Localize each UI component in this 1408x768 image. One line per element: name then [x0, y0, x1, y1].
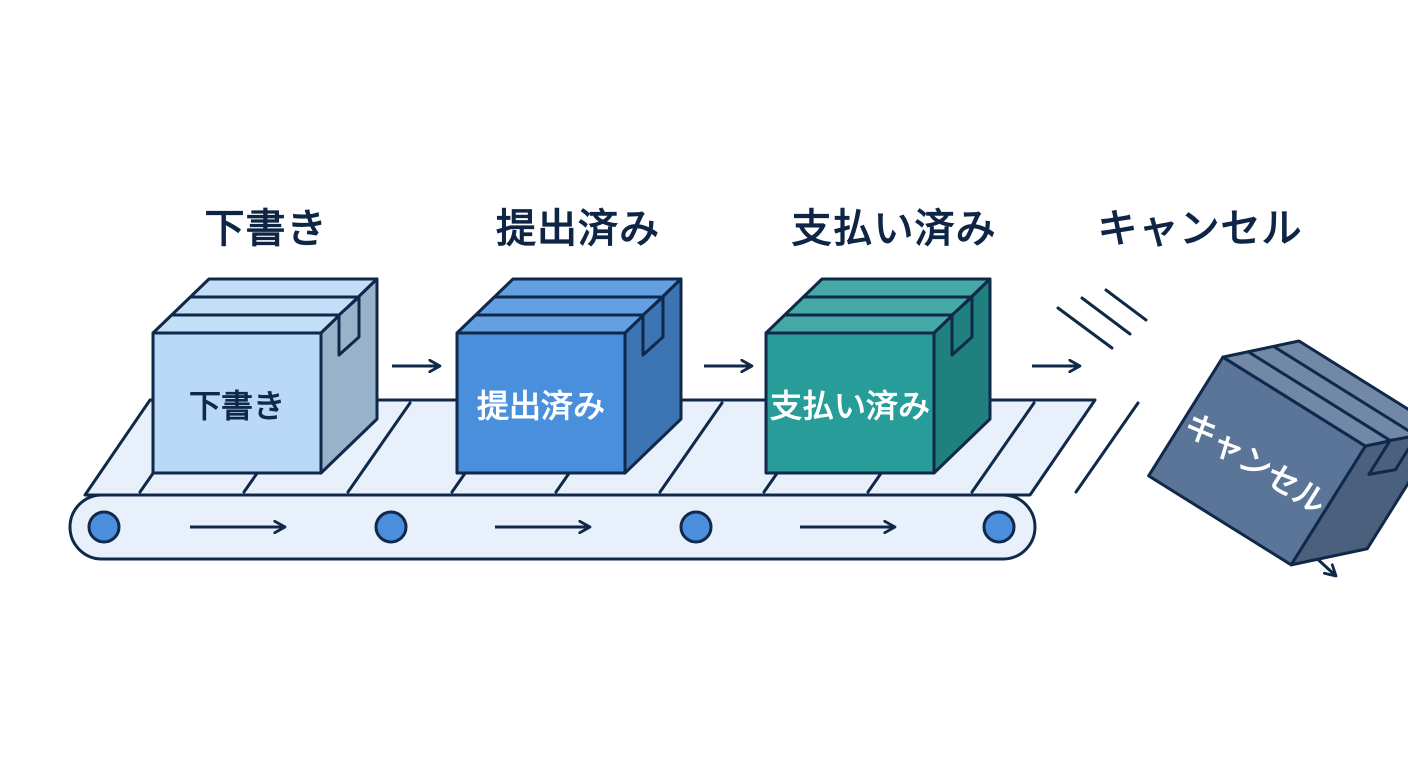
box-paid-front — [764, 331, 936, 475]
box-draft: 下書き — [151, 277, 379, 475]
stage-title-cancelled: キャンセル — [1097, 206, 1303, 252]
belt-roller — [87, 510, 121, 544]
belt-slat — [1074, 401, 1140, 494]
belt-slat — [658, 401, 724, 494]
box-cancelled-front — [1147, 355, 1367, 567]
belt-roller — [982, 510, 1016, 544]
box-draft-label: 下書き — [189, 387, 285, 425]
stage-title-paid: 支払い済み — [791, 206, 997, 252]
box-cancelled-tape-line — [1273, 345, 1408, 438]
box-submitted-tape-tab — [641, 295, 665, 357]
belt-slat — [970, 401, 1036, 494]
box-paid: 支払い済み — [764, 277, 992, 475]
box-submitted-label: 提出済み — [477, 387, 605, 425]
box-cancelled: キャンセル — [1147, 339, 1408, 567]
box-cancelled-tape-line — [1246, 350, 1391, 442]
box-paid-tape-tab — [950, 295, 974, 357]
stage-title-submitted: 提出済み — [496, 206, 660, 252]
belt-roller — [679, 510, 713, 544]
box-submitted-front — [455, 331, 627, 475]
stage-title-draft: 下書き — [204, 206, 328, 252]
motion-lines — [1056, 288, 1148, 350]
belt-slat — [346, 401, 412, 494]
box-paid-label: 支払い済み — [770, 387, 930, 425]
belt-roller — [374, 510, 408, 544]
box-submitted: 提出済み — [455, 277, 683, 475]
box-draft-front — [151, 331, 323, 475]
box-draft-tape-tab — [337, 295, 361, 357]
